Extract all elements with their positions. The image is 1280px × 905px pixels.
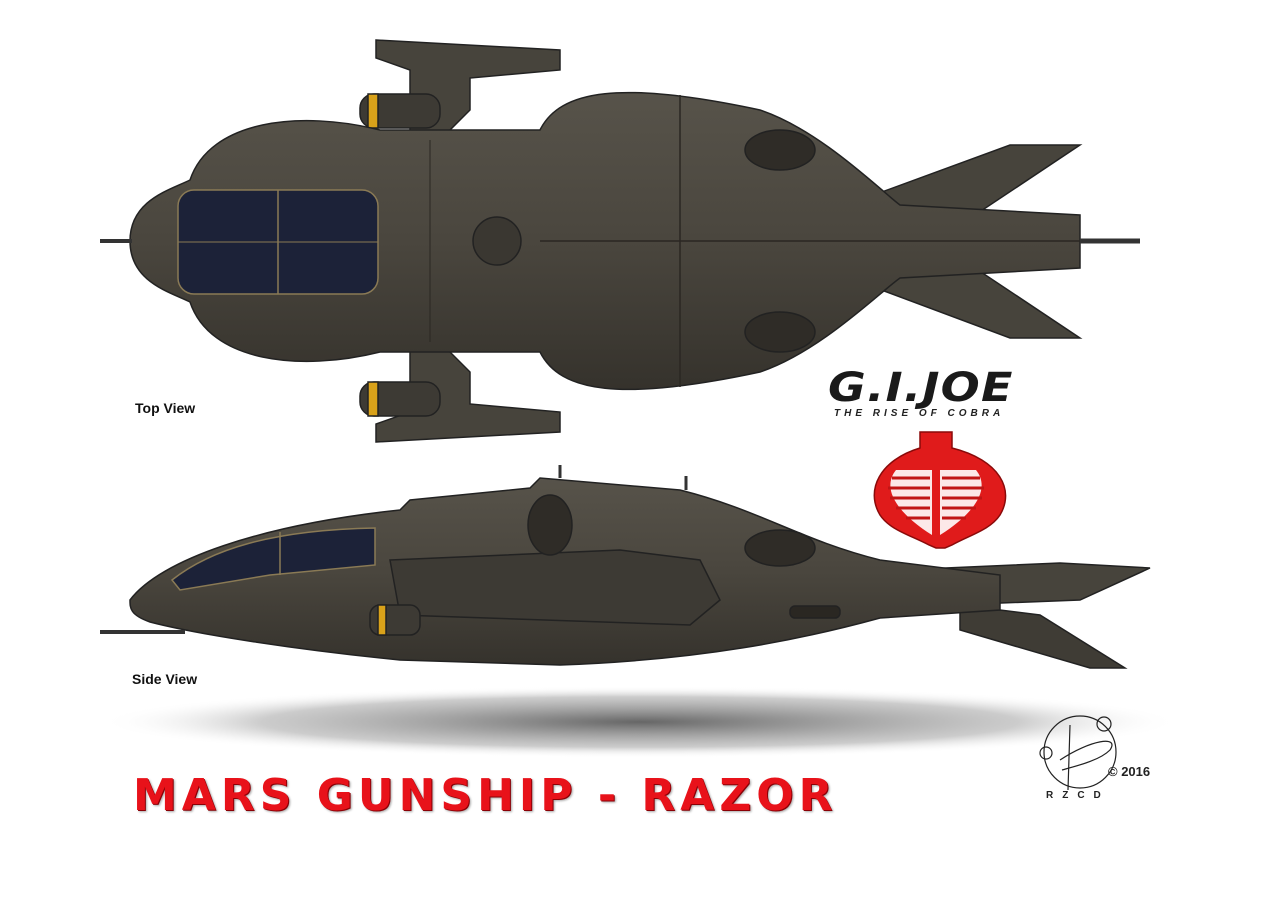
top-hub <box>472 216 522 266</box>
signature-initials: RZCD <box>1046 790 1110 801</box>
signature-year: © 2016 <box>1108 764 1151 779</box>
artist-signature <box>1039 715 1117 791</box>
side-canopy <box>170 527 376 591</box>
gijoe-logo: G.I.JOE THE RISE OF COBRA <box>828 368 1054 419</box>
gijoe-logo-subtitle: THE RISE OF COBRA <box>834 408 1005 419</box>
top-pod-lower <box>359 381 441 417</box>
page-title: MARS GUNSHIP - RAZOR <box>133 770 838 821</box>
gijoe-logo-main: G.I.JOE <box>828 365 1014 411</box>
side-tail-lower <box>959 604 1128 669</box>
cobra-emblem <box>873 431 1007 549</box>
side-view-label: Side View <box>132 671 198 687</box>
top-view-label: Top View <box>135 400 196 416</box>
top-pod-upper <box>359 93 441 129</box>
side-weapon-pod <box>389 549 721 626</box>
top-view <box>100 39 1140 443</box>
ground-shadow <box>100 686 1180 758</box>
side-view <box>100 465 1151 669</box>
